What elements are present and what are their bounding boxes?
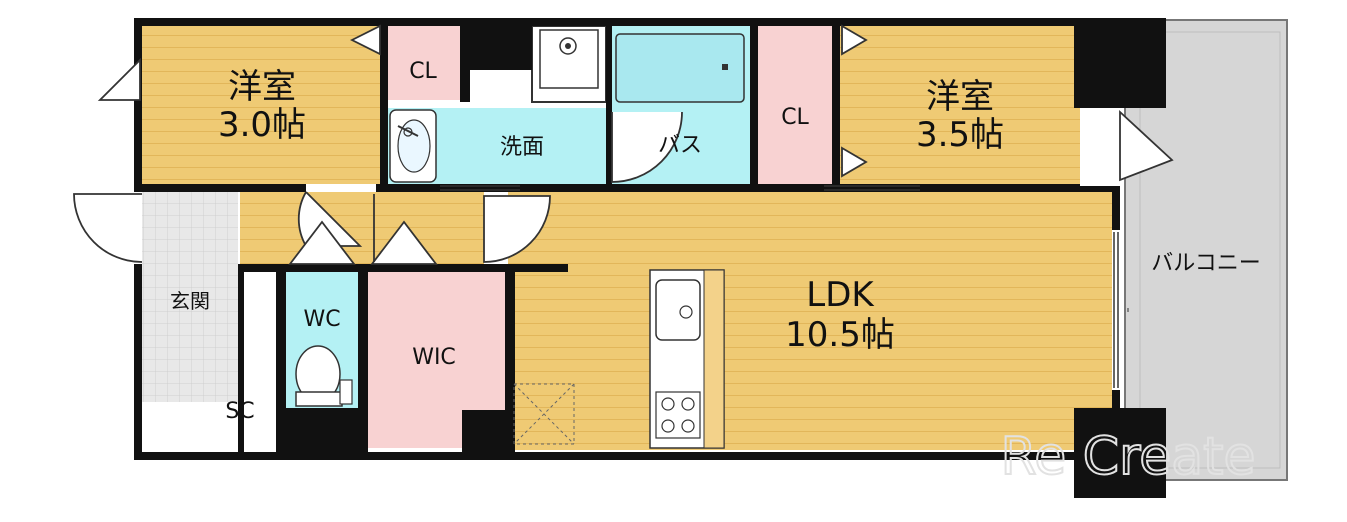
- watermark: Re Create: [1000, 427, 1255, 487]
- western-room-2-name: 洋室: [926, 77, 994, 117]
- closet-1-floor: [385, 26, 460, 100]
- washer-drain: [539, 29, 599, 89]
- western-room-1-floor: [140, 26, 382, 188]
- wic-label: WIC: [412, 345, 456, 370]
- western-room-1-name: 洋室: [228, 67, 296, 107]
- western-room-2-floor: [840, 26, 1080, 188]
- shoe-closet-label: SC: [225, 399, 254, 424]
- balcony-label: バルコニー: [1151, 251, 1261, 276]
- fridge-space: [513, 383, 575, 445]
- kitchen: [649, 269, 725, 449]
- entrance-label: 玄関: [170, 289, 210, 313]
- ldk-name: LDK: [806, 275, 875, 315]
- ldk-size: 10.5帖: [785, 315, 895, 355]
- walls: [134, 18, 1166, 498]
- ldk-window: [1113, 232, 1129, 388]
- ldk-floor: [515, 192, 1115, 450]
- entrance-floor: [142, 192, 238, 402]
- closet-2-floor: [757, 26, 832, 186]
- closet-1-label: CL: [409, 59, 437, 84]
- shoe-closet: [142, 402, 276, 448]
- washbasin: [389, 109, 437, 183]
- doors: [73, 24, 1174, 265]
- sliding-rails: [440, 185, 920, 191]
- western-room-1-size: 3.0帖: [218, 105, 306, 145]
- closet-2-label: CL: [781, 105, 809, 130]
- toilet: [295, 345, 353, 407]
- toilet-label: WC: [303, 307, 340, 332]
- bath-label: バス: [658, 133, 702, 158]
- western-room-2-size: 3.5帖: [916, 115, 1004, 155]
- bathtub: [615, 33, 745, 103]
- washroom-label: 洗面: [500, 135, 544, 160]
